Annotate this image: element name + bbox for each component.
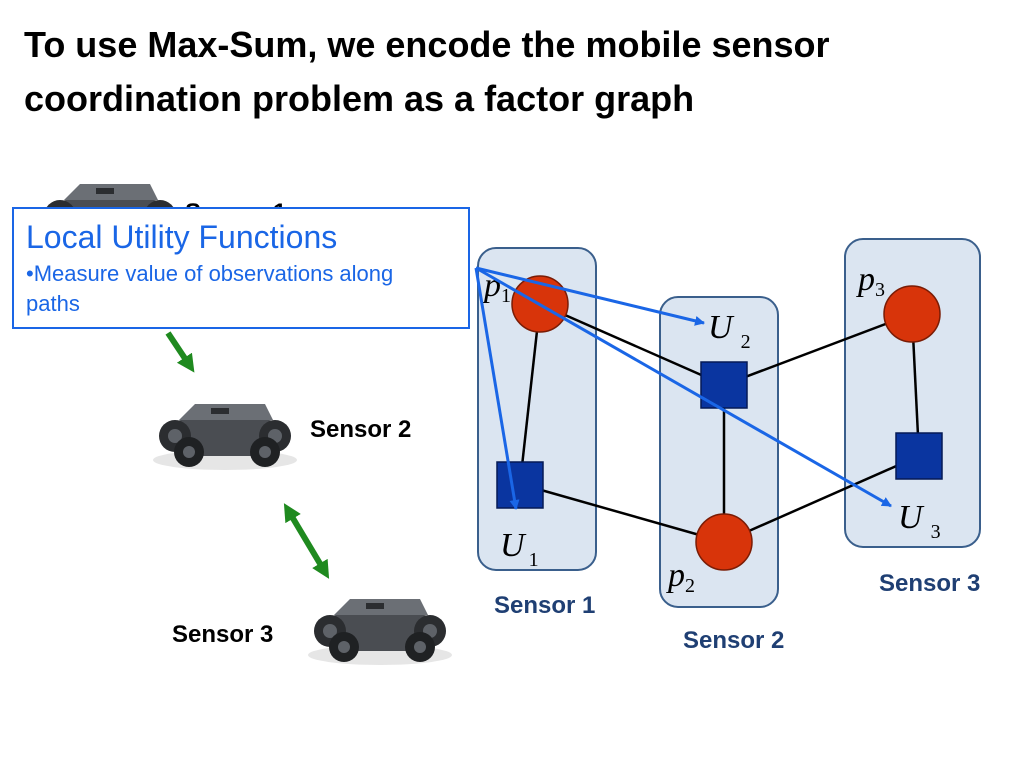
link-arrow-1-2 <box>165 331 195 373</box>
robot-label-sensor-2: Sensor 2 <box>310 416 411 443</box>
local-utility-callout: Local Utility Functions •Measure value o… <box>12 207 470 329</box>
label-p1: p1 <box>482 267 511 307</box>
sensor-group-3 <box>844 238 981 548</box>
group-label-sensor-3: Sensor 3 <box>879 570 980 597</box>
label-p2: p2 <box>666 557 695 597</box>
group-label-sensor-1: Sensor 1 <box>494 592 595 619</box>
callout-bullet: •Measure value of observations along pat… <box>26 261 394 316</box>
robot-label-sensor-3: Sensor 3 <box>172 621 273 648</box>
function-node-u3 <box>895 432 943 480</box>
function-node-u1 <box>496 461 544 509</box>
link-arrow-2-3 <box>283 503 330 579</box>
callout-arrow-to-u2 <box>475 266 705 326</box>
variable-node-p2 <box>695 513 753 571</box>
callout-arrow-to-u1 <box>474 267 520 510</box>
variable-node-p3 <box>883 285 941 343</box>
label-p3: p3 <box>856 261 885 301</box>
group-label-sensor-2: Sensor 2 <box>683 627 784 654</box>
robot-sensor-3 <box>308 599 452 665</box>
robot-sensor-2 <box>153 404 297 470</box>
slide-title: To use Max-Sum, we encode the mobile sen… <box>24 24 830 119</box>
callout-arrow-to-u3 <box>475 266 892 508</box>
callout-title: Local Utility Functions <box>26 219 338 255</box>
